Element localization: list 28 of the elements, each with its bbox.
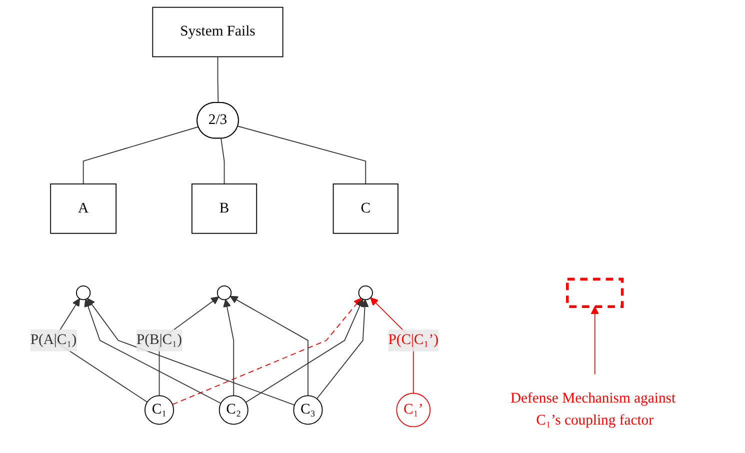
connector (221, 138, 226, 184)
arrow (223, 299, 235, 396)
node-box: B (192, 183, 258, 234)
node-box: A (50, 183, 117, 234)
edge-label: P(B|C₁) (136, 332, 182, 348)
node-circle: C₂ (219, 395, 249, 425)
arrow (246, 298, 364, 403)
arrow (230, 296, 309, 396)
connector (83, 126, 200, 184)
node-circle: C₁’ (396, 392, 431, 428)
arrow (87, 298, 296, 406)
edge-label: P(A|C₁) (30, 332, 78, 348)
connector (218, 56, 220, 104)
node-circle (358, 286, 374, 300)
node-box: System Fails (152, 6, 284, 58)
arrow (84, 298, 222, 404)
node-circle: C₁ (144, 395, 174, 425)
connector (238, 126, 367, 184)
node-circle (217, 286, 232, 300)
arrow (172, 298, 362, 405)
edge-label: P(C|C₁’) (388, 332, 439, 348)
arrow (591, 306, 600, 375)
node-box: C (333, 183, 399, 234)
node-bar (566, 278, 624, 308)
arrow (316, 299, 370, 400)
node-text: Defense Mechanism against C₁’s coupling factor (510, 390, 676, 428)
node-circle: C₃ (294, 395, 324, 425)
node-circle (76, 286, 92, 300)
